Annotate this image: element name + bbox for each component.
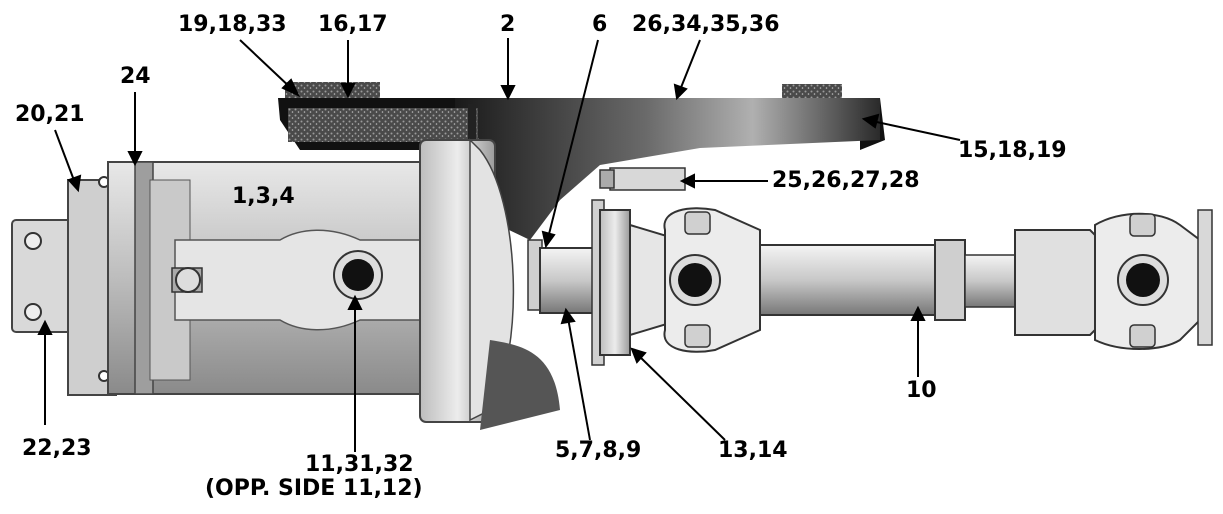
drive-shaft bbox=[629, 207, 1213, 353]
callout-24: 24 bbox=[120, 64, 151, 89]
top-mounting-plate bbox=[278, 82, 885, 240]
motor-housing bbox=[107, 161, 429, 395]
callout-6: 6 bbox=[592, 12, 608, 37]
callout-1-3-4: 1,3,4 bbox=[232, 184, 295, 209]
callout-22-23: 22,23 bbox=[22, 436, 92, 461]
rubber-pad-left bbox=[288, 108, 478, 142]
callout-19-18-33: 19,18,33 bbox=[178, 12, 287, 37]
callout-26-34-35-36: 26,34,35,36 bbox=[632, 12, 780, 37]
coupling-hub bbox=[539, 167, 686, 366]
leader-lines bbox=[37, 38, 961, 452]
callout-11-31-32: 11,31,32 bbox=[305, 452, 414, 477]
callout-2: 2 bbox=[500, 12, 516, 37]
callout-20-21: 20,21 bbox=[15, 102, 85, 127]
rubber-isolator-right bbox=[782, 84, 842, 98]
mounting-flange bbox=[419, 138, 560, 430]
callout-13-14: 13,14 bbox=[718, 438, 788, 463]
callout-opp-side: (OPP. SIDE 11,12) bbox=[205, 476, 423, 501]
end-cap bbox=[11, 176, 117, 396]
callout-10: 10 bbox=[906, 378, 937, 403]
callout-5-7-8-9: 5,7,8,9 bbox=[555, 438, 642, 463]
callout-16-17: 16,17 bbox=[318, 12, 388, 37]
rubber-isolator-left bbox=[285, 82, 380, 98]
callout-15-18-19: 15,18,19 bbox=[958, 138, 1067, 163]
callout-25-26-27-28: 25,26,27,28 bbox=[772, 168, 920, 193]
